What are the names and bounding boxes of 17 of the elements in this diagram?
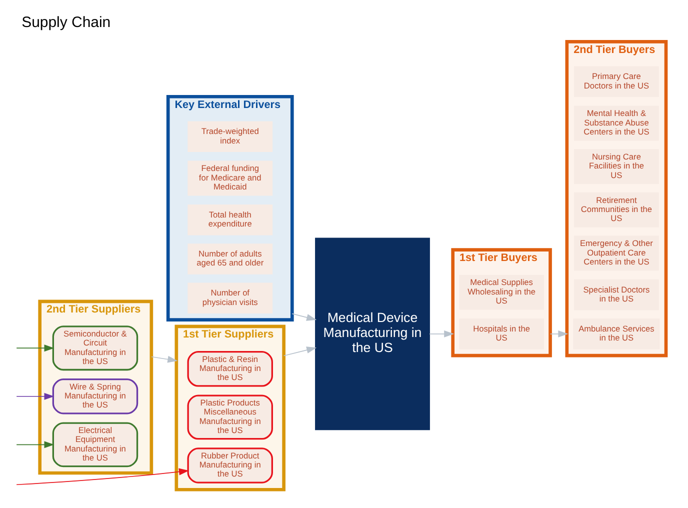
node-box: Rubber Product Manufacturing in the US bbox=[187, 448, 273, 484]
node-box: Medical Device Manufacturing in the US bbox=[315, 238, 430, 430]
arrow bbox=[16, 468, 189, 486]
node-box: Electrical Equipment Manufacturing in the US bbox=[52, 422, 138, 468]
arrow bbox=[550, 330, 568, 338]
diagram-title: Supply Chain bbox=[22, 14, 111, 32]
node-box: Wire & Spring Manufacturing in the US bbox=[52, 378, 138, 414]
arrow bbox=[292, 313, 317, 321]
node-box: Plastic & Resin Manufacturing in the US bbox=[187, 351, 273, 387]
node-box: Semiconductor & Circuit Manufacturing in the US bbox=[52, 326, 138, 371]
arrow bbox=[151, 356, 178, 363]
node-box: Plastic Products Miscellaneous Manufacturing in the US bbox=[187, 394, 273, 440]
arrow bbox=[16, 392, 54, 400]
arrow bbox=[283, 346, 317, 356]
arrow bbox=[429, 330, 454, 338]
arrow bbox=[16, 344, 54, 352]
arrow bbox=[16, 441, 54, 448]
